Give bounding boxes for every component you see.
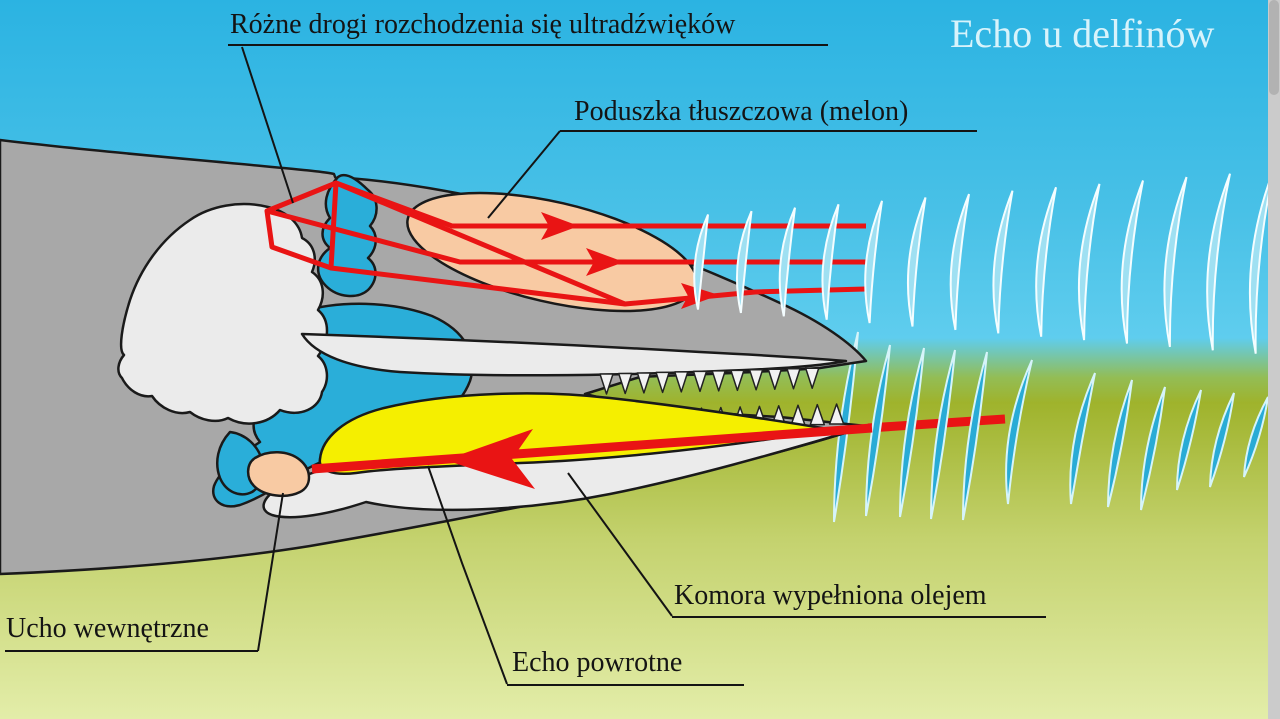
upper-tooth	[674, 371, 689, 393]
echo-dashed-line	[867, 414, 1006, 433]
wave-arc	[865, 344, 891, 517]
arrowhead-middle	[586, 248, 624, 276]
wave-arc	[1206, 173, 1231, 351]
cranium	[117, 202, 329, 425]
leader-oil-chamber	[567, 472, 673, 617]
wave-arc	[949, 193, 970, 331]
echo-return-line	[311, 423, 873, 474]
upper-tooth	[748, 369, 764, 391]
outgoing-sound-waves	[693, 169, 1275, 354]
lower-tooth	[809, 403, 826, 426]
wave-arc	[962, 351, 988, 521]
leader-sound-paths	[241, 46, 294, 204]
leader-inner-ear	[257, 492, 284, 652]
wave-arc	[1107, 379, 1133, 508]
wave-arc	[1163, 176, 1188, 348]
upper-tooth	[692, 370, 708, 393]
arrowhead-upper	[541, 212, 579, 240]
label-lines	[5, 44, 1046, 686]
label-inner-ear: Ucho wewnętrzne	[6, 613, 209, 644]
wave-arc	[1035, 186, 1057, 337]
upper-tooth	[711, 370, 726, 392]
wave-arc	[930, 349, 956, 520]
label-oil-chamber: Komora wypełniona olejem	[674, 580, 987, 611]
skull-bones	[117, 202, 868, 519]
scrollbar-thumb[interactable]	[1269, 0, 1279, 95]
upper-tooth	[767, 368, 783, 391]
dolphin-head	[0, 138, 868, 576]
upper-tooth	[599, 373, 614, 395]
oil-chamber	[318, 392, 836, 475]
wave-arc	[1005, 359, 1033, 505]
wave-arc	[778, 207, 796, 317]
inner-ear	[246, 451, 311, 498]
label-return-echo: Echo powrotne	[512, 647, 683, 678]
upper-tooth	[730, 369, 745, 392]
sound-path-cross	[335, 180, 626, 307]
label-sound-paths: Różne drogi rozchodzenia się ultradźwięk…	[230, 9, 736, 40]
upper-tooth	[804, 367, 820, 389]
wave-arc	[992, 190, 1014, 334]
wave-arc	[864, 200, 883, 324]
wave-arc	[1176, 389, 1202, 491]
wave-arc	[735, 210, 753, 314]
page-title: Echo u delfinów	[950, 11, 1215, 56]
wave-arc	[899, 347, 925, 518]
wave-arc	[1140, 386, 1166, 511]
wave-arc	[1077, 183, 1101, 341]
wave-arc	[693, 214, 709, 310]
echo-return-arrowhead	[445, 429, 535, 489]
upper-tooth	[617, 372, 633, 395]
scrollbar[interactable]	[1268, 0, 1280, 719]
lower-tooth	[828, 403, 845, 425]
upper-tooth	[636, 372, 652, 394]
wave-arc	[906, 197, 927, 327]
upper-tooth	[786, 368, 801, 390]
wave-arc	[1120, 180, 1144, 344]
wave-arc	[821, 203, 840, 320]
nasal-sac-path	[264, 180, 339, 271]
returning-echo-waves	[833, 331, 1269, 523]
wave-arc	[1209, 392, 1235, 488]
upper-tooth	[655, 371, 670, 394]
leader-melon	[487, 130, 561, 219]
leader-return-echo	[427, 465, 508, 685]
rostrum-bone	[300, 332, 848, 377]
wave-arc	[1069, 372, 1096, 505]
wave-arc	[1243, 396, 1269, 478]
wave-arc	[1248, 169, 1275, 354]
label-melon: Poduszka tłuszczowa (melon)	[574, 96, 909, 127]
sound-path-middle	[266, 208, 866, 265]
